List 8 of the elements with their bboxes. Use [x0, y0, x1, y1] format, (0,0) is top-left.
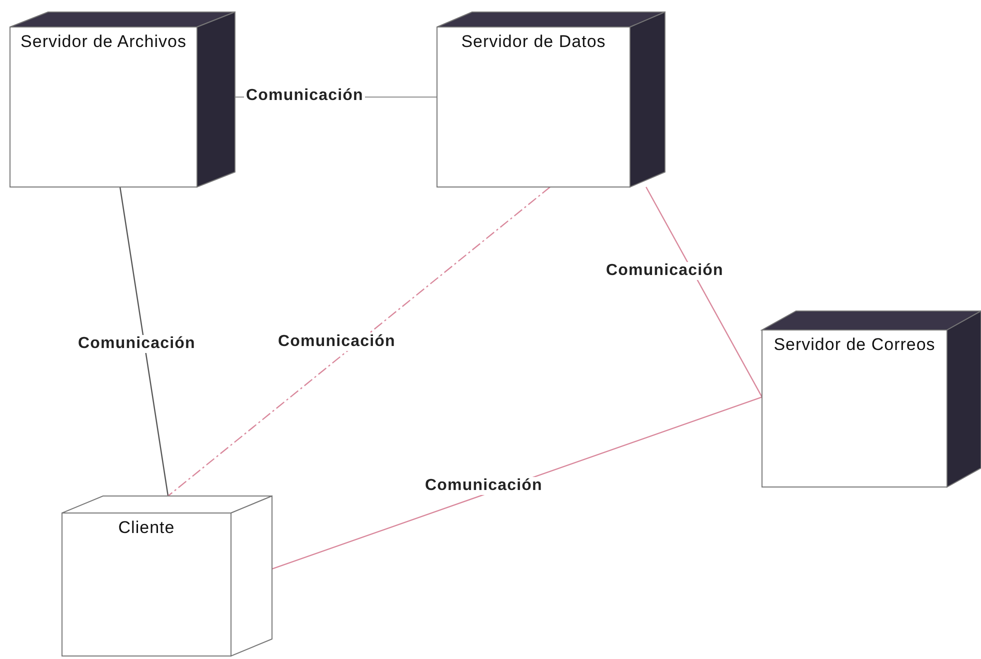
- connector-line: [168, 186, 550, 496]
- connector-line: [119, 186, 169, 496]
- node-title: Cliente: [117, 517, 176, 539]
- node-title: Servidor de Correos: [772, 334, 936, 356]
- connector-line: [646, 186, 763, 398]
- node-title: Servidor de Datos: [460, 31, 607, 53]
- node-title: Servidor de Archivos: [20, 31, 188, 53]
- connector-line: [272, 396, 762, 570]
